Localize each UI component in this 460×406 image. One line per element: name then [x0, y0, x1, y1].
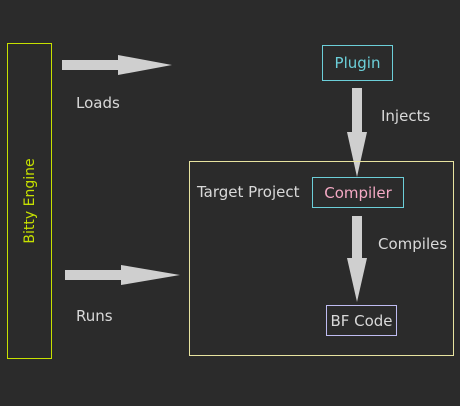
target-project-label: Target Project [197, 183, 300, 201]
runs-arrow [65, 265, 180, 285]
target-project-box [189, 161, 454, 356]
injects-label: Injects [381, 107, 431, 125]
plugin-node: Plugin [322, 45, 393, 81]
loads-label: Loads [76, 94, 120, 112]
compiler-node: Compiler [312, 177, 404, 208]
loads-arrow [62, 55, 172, 75]
compiles-label: Compiles [378, 235, 448, 253]
runs-label: Runs [76, 307, 113, 325]
bitty-engine-box: Bitty Engine [7, 43, 52, 359]
bf-code-node: BF Code [326, 305, 397, 336]
injects-arrow [347, 88, 367, 177]
compiles-arrow [347, 216, 367, 302]
bitty-engine-label: Bitty Engine [21, 158, 38, 244]
